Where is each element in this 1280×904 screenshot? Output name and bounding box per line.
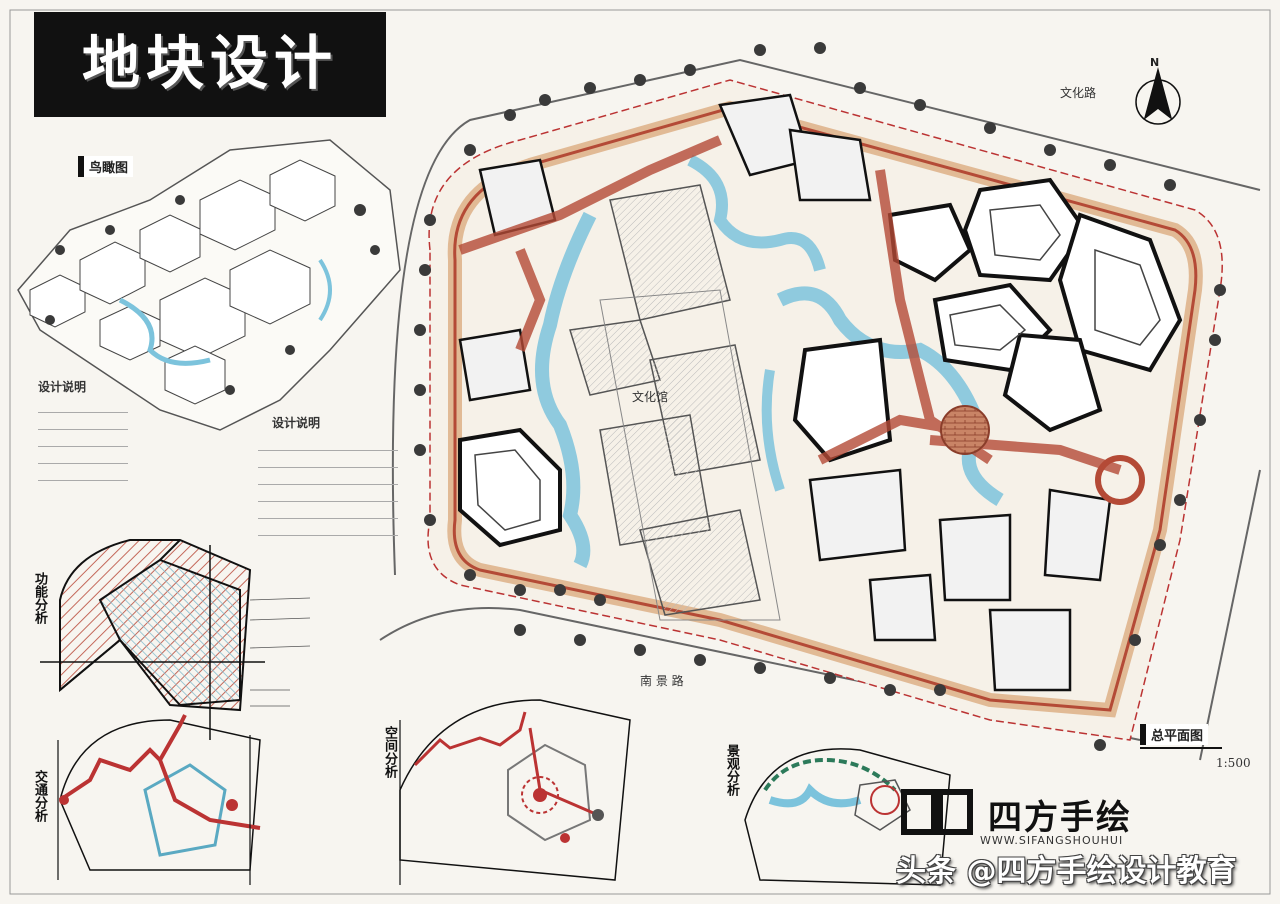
landscape-analysis-diagram — [744, 748, 951, 886]
aerial-view-label: 鸟瞰图 — [78, 156, 134, 177]
road-bottom-label: 南 景 路 — [640, 674, 684, 688]
scale-label: 1:500 — [1216, 756, 1251, 770]
sheet-border — [9, 9, 1271, 895]
function-analysis-diagram — [40, 539, 311, 740]
master-plan-drawing — [379, 42, 1261, 761]
master-plan-label: 总平面图 — [1140, 724, 1209, 745]
design-notes-left-lines — [38, 396, 128, 486]
space-analysis-label: 空间分析 — [382, 726, 397, 778]
watermark-logo-mark — [901, 789, 973, 835]
watermark-url: WWW.SIFANGSHOUHUI — [980, 834, 1124, 847]
compass-label: N — [1150, 56, 1160, 69]
road-top-label: 文化路 — [1060, 86, 1097, 100]
design-notes-left-title: 设计说明 — [38, 380, 87, 394]
design-notes-right-lines — [258, 434, 398, 554]
trees — [414, 42, 1226, 751]
sheet-title: 地块设计 — [81, 29, 338, 97]
watermark-account: 头条 @四方手绘设计教育 — [896, 854, 1237, 889]
north-arrow — [1135, 67, 1181, 125]
watermark-brand: 四方手绘 — [988, 798, 1132, 838]
traffic-analysis-label: 交通分析 — [32, 770, 47, 822]
landscape-analysis-label: 景观分析 — [724, 744, 739, 796]
space-analysis-diagram — [399, 699, 631, 885]
traffic-analysis-diagram — [57, 714, 261, 885]
aerial-view-drawing — [17, 139, 401, 431]
central-building-label: 文化馆 — [632, 390, 669, 404]
title-underline — [34, 114, 386, 117]
title-block: 地块设计 — [34, 12, 386, 114]
function-analysis-label: 功能分析 — [32, 572, 47, 624]
design-notes-right-title: 设计说明 — [272, 416, 321, 430]
